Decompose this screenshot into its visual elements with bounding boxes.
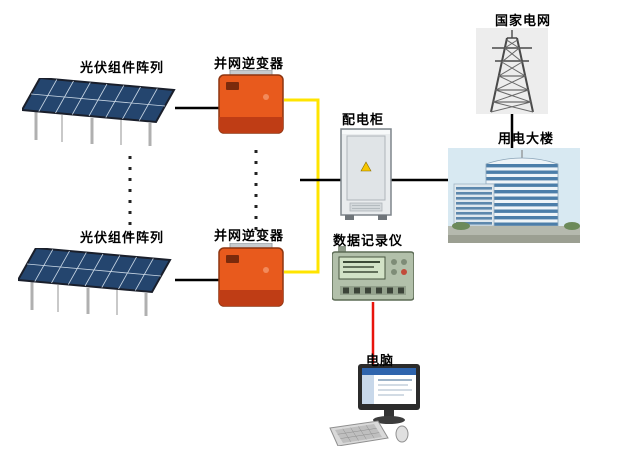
wire-ac-bottom-inverter <box>284 180 320 274</box>
wire-ac-top-inverter <box>284 98 320 180</box>
building-illustration <box>448 148 580 243</box>
logger-lcd <box>338 256 386 280</box>
warning-sticker-icon <box>360 161 372 172</box>
building-wing <box>453 183 495 227</box>
computer-illustration <box>328 364 426 446</box>
data-logger-illustration <box>332 246 414 306</box>
keyboard <box>329 420 389 446</box>
inverter-bottom-illustration <box>216 243 286 313</box>
inverter-top-label: 并网逆变器 <box>214 56 285 71</box>
monitor <box>358 364 420 424</box>
building-label: 用电大楼 <box>498 131 555 146</box>
cabinet-label: 配电柜 <box>342 112 385 127</box>
grid-tower-illustration <box>476 28 548 114</box>
mouse <box>395 425 409 443</box>
grid-label: 国家电网 <box>494 13 551 28</box>
distribution-cabinet-illustration <box>340 127 392 221</box>
pv-array-top-label: 光伏组件阵列 <box>80 60 165 75</box>
inverter-top-illustration <box>216 70 286 140</box>
inverter-bottom-label: 并网逆变器 <box>214 228 285 243</box>
pv-array-bottom-label: 光伏组件阵列 <box>80 230 165 245</box>
computer-label: 电脑 <box>366 353 395 368</box>
pv-array-bottom-illustration <box>18 248 178 318</box>
building-main-tower <box>486 158 558 226</box>
pv-array-top-illustration <box>22 78 182 148</box>
logger-label: 数据记录仪 <box>333 233 404 248</box>
